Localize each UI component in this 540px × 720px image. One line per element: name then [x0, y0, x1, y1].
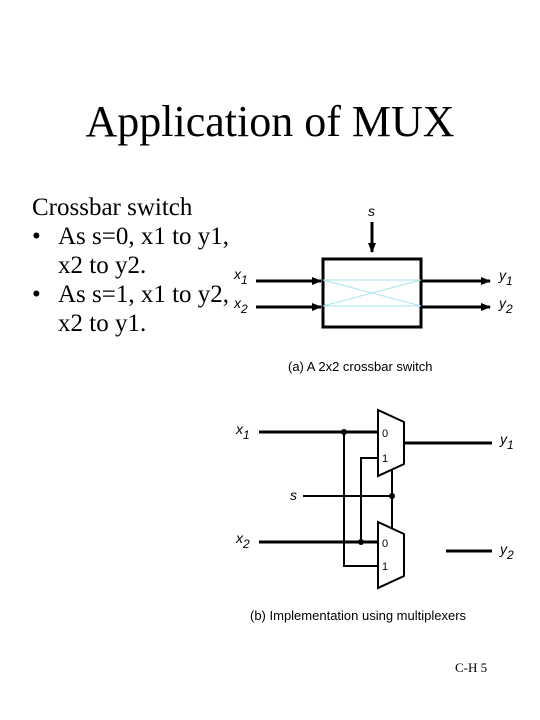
crossbar-switch-diagram: s x1 x2 y1 y2 (a) A 2x2 crossbar switch [233, 203, 513, 374]
junction-select [389, 493, 395, 499]
label-y2: y2 [499, 541, 514, 562]
output-label-y2: y2 [498, 295, 513, 316]
mux-top-input-0-label: 0 [382, 428, 388, 440]
label-select-s: s [290, 487, 297, 503]
label-y1: y1 [499, 431, 514, 452]
wire-x1-to-mux2-in1 [343, 432, 378, 567]
wire-x2-to-mux1-in1 [360, 457, 378, 542]
bullet-marker: • [32, 223, 41, 250]
junction-x1 [341, 429, 347, 435]
bullet-list: Crossbar switch • As s=0, x1 to y1, x2 t… [32, 193, 232, 338]
label-x1: x1 [235, 421, 250, 442]
bullet-item: • As s=1, x1 to y2, x2 to y1. [32, 280, 232, 338]
caption-a: (a) A 2x2 crossbar switch [288, 359, 433, 374]
mux-bottom-input-1-label: 1 [382, 561, 388, 573]
mux-bottom [377, 520, 405, 590]
slide-title: Application of MUX [85, 97, 455, 146]
bullet-heading: Crossbar switch [32, 194, 193, 221]
mux-implementation-diagram: 0 1 0 1 x1 x2 y1 y2 s (b) Implementation… [235, 408, 514, 623]
bullet-text: As s=0, x1 to y1, x2 to y2. [58, 223, 230, 279]
caption-b: (b) Implementation using multiplexers [250, 608, 467, 623]
bullet-marker: • [32, 281, 41, 308]
crossbar-internal-paths [322, 279, 422, 307]
mux-bottom-input-0-label: 0 [382, 538, 388, 550]
slide-number: C-H 5 [455, 660, 488, 675]
control-label-s: s [368, 203, 375, 219]
mux-top-input-1-label: 1 [382, 453, 388, 465]
input-label-x2: x2 [233, 295, 248, 316]
label-x2: x2 [235, 530, 250, 551]
bullet-text: As s=1, x1 to y2, x2 to y1. [58, 281, 230, 337]
mux-top [377, 408, 405, 478]
output-label-y1: y1 [498, 267, 513, 288]
input-label-x1: x1 [233, 266, 248, 287]
bullet-item: • As s=0, x1 to y1, x2 to y2. [32, 222, 232, 280]
junction-x2 [358, 539, 364, 545]
